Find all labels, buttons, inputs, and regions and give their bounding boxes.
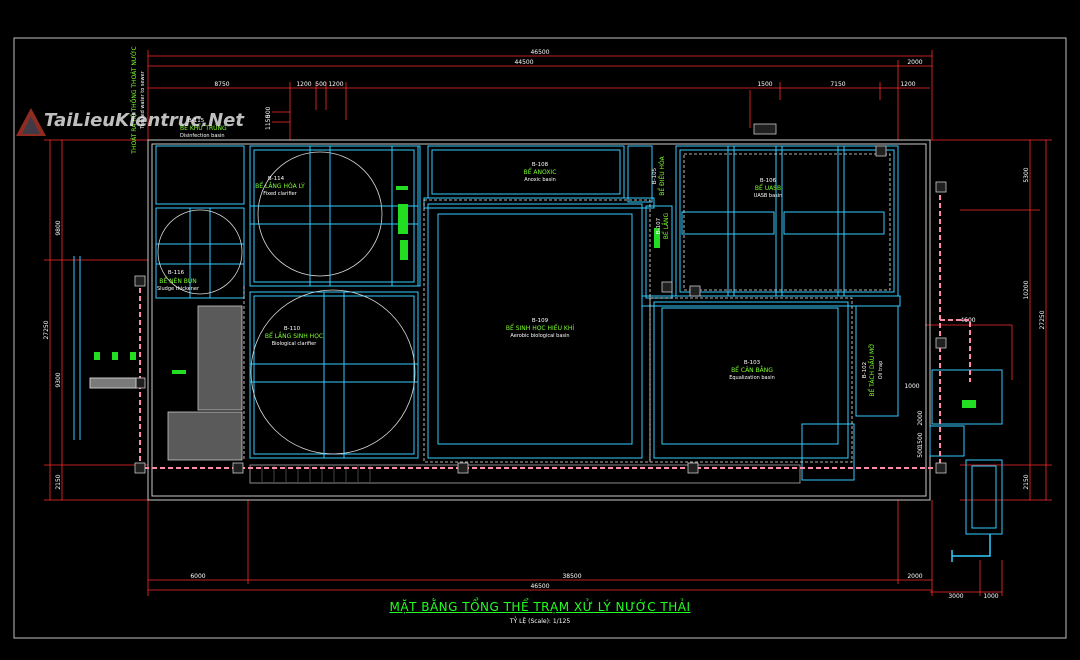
sheet-frame [13, 37, 1067, 639]
dim-top-row-7: 1200 [900, 81, 915, 88]
dim-right-part-3: 2150 [1023, 474, 1030, 489]
watermark-emblem-icon [16, 108, 46, 136]
tank-b109-name: BỂ SINH HỌC HIẾU KHÍ [506, 324, 574, 332]
dim-left-small-1: 1150 [265, 115, 272, 130]
dim-right-small-3: 2000 [917, 410, 924, 425]
dim-top-right: 2000 [907, 59, 922, 66]
tank-b116-name: BỂ NÉN BÙN [159, 277, 197, 285]
tank-b107-name: BỂ LẮNG [662, 212, 670, 239]
dim-right-part-1: 5300 [1023, 167, 1030, 182]
title-block: MẶT BẰNG TỔNG THỂ TRẠM XỬ LÝ NƯỚC THẢI T… [300, 600, 780, 625]
dim-top-overall: 46500 [530, 49, 549, 56]
drawing-scale: TỶ LỆ (Scale): 1/125 [509, 618, 571, 625]
tank-b108-name: BỂ ANOXIC [524, 168, 557, 176]
tank-b102-name: BỂ TÁCH DẦU MỠ [868, 343, 876, 396]
dim-left-small-2: 500 [265, 106, 272, 118]
tank-b106-name: BỂ UASB [755, 184, 781, 192]
tank-b110-en: Biological clarifier [272, 341, 318, 347]
tank-b105-code: B-105 [652, 167, 658, 184]
tank-b116-en: Sludge thickener [157, 286, 200, 292]
tank-labels: B-115 BỂ KHỬ TRÙNG Disinfection basin B-… [130, 46, 884, 396]
tank-b107-code: B-107 [656, 217, 662, 234]
outer-walls [147, 139, 931, 501]
dim-top-row-1: 8750 [214, 81, 229, 88]
tank-b109-code: B-109 [532, 318, 549, 324]
tank-b102-code: B-102 [862, 362, 868, 378]
dim-right-small-4: 1500 [917, 432, 924, 447]
dim-right-small-5: 500 [917, 446, 924, 458]
dim-bottom-part-2: 38500 [562, 573, 581, 580]
tank-b105-name: BỂ ĐIỀU HÒA [658, 155, 666, 195]
tank-b108-en: Anoxic basin [524, 177, 556, 183]
dim-top-row-3: 500 [315, 81, 327, 88]
equipment-markers [134, 123, 947, 474]
tank-b103-en: Equalization basin [729, 375, 775, 381]
tank-b103-name: BỂ CÂN BẰNG [731, 366, 773, 374]
outlet-pipe [951, 534, 991, 562]
dim-top-row-4: 1200 [328, 81, 343, 88]
left-ladder [73, 256, 137, 440]
dim-left-part-1: 9800 [55, 220, 62, 235]
pipe-lines [249, 145, 901, 459]
dim-bottom-part-3: 2000 [907, 573, 922, 580]
tank-b116-code: B-116 [168, 270, 185, 276]
tank-b110-code: B-110 [284, 326, 301, 332]
dashed-pipes [243, 153, 891, 463]
watermark-text: TaiLieuKientruc.Net [44, 110, 244, 131]
stair-hatch [261, 466, 371, 482]
tank-b109-en: Aerobic biological basin [510, 333, 569, 339]
dim-top-row-2: 1200 [296, 81, 311, 88]
dim-right-part-2: 10200 [1023, 280, 1030, 299]
pink-pipe-route [139, 186, 971, 469]
dim-right-overall: 27250 [1039, 310, 1046, 329]
tank-b115-en: Disinfection basin [180, 133, 225, 139]
dim-left-overall: 27250 [43, 320, 50, 339]
outlet-note: THOÁT RA HỆ THỐNG THOÁT NƯỚC [130, 46, 138, 154]
tank-b106-en: UASB basin [754, 193, 783, 199]
dim-bottom-right-2: 1000 [983, 593, 998, 600]
tank-b103-code: B-103 [744, 360, 761, 366]
watermark-logo: TaiLieuKientruc.Net [14, 106, 264, 146]
dim-top-row-6: 7150 [830, 81, 845, 88]
tank-outlines [155, 145, 1003, 535]
dim-left-part-3: 2150 [55, 474, 62, 489]
dim-left-part-2: 9300 [55, 372, 62, 387]
tank-b114-name: BỂ LẮNG HÓA LÝ [255, 182, 305, 190]
green-equipment [94, 186, 976, 408]
tank-b108-code: B-108 [532, 162, 549, 168]
dimension-labels: 46500 44500 2000 8750 1200 500 1200 1500… [43, 49, 1046, 600]
outlet-note-en: Treated water to sewer [140, 70, 146, 129]
tank-b114-en: Fixed clarifier [263, 191, 297, 197]
dim-bottom-right-1: 3000 [948, 593, 963, 600]
tank-b115-code: B-115 [188, 118, 205, 124]
dim-top-inner: 44500 [514, 59, 533, 66]
dim-bottom-part-1: 6000 [190, 573, 205, 580]
dim-right-small-2: 1000 [904, 383, 919, 390]
clarifier-circles [157, 151, 416, 455]
dim-bottom-overall: 46500 [530, 583, 549, 590]
tank-b114-code: B-114 [268, 176, 285, 182]
dim-top-row-5: 1500 [757, 81, 772, 88]
tank-b106-code: B-106 [760, 178, 777, 184]
tank-b102-en: Oil trap [878, 361, 884, 380]
drawing-title: MẶT BẰNG TỔNG THỂ TRẠM XỬ LÝ NƯỚC THẢI [389, 600, 691, 614]
tank-b115-name: BỂ KHỬ TRÙNG [180, 124, 227, 132]
dimension-lines [44, 50, 1052, 596]
tank-b110-name: BỂ LẮNG SINH HỌC [265, 332, 323, 340]
sludge-drying-bed [167, 305, 243, 461]
